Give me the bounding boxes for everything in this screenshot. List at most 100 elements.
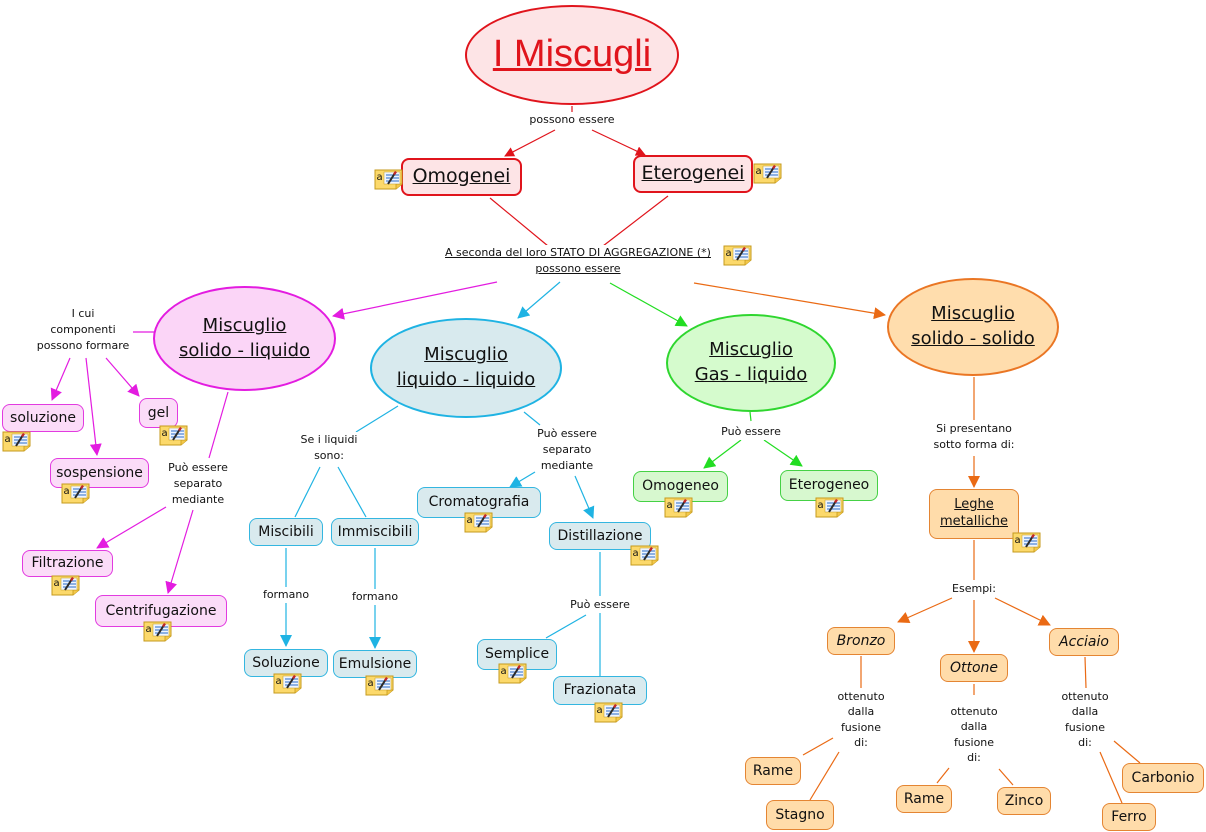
node-eterogenei[interactable]: Eterogenei [633, 155, 753, 193]
annotation-note-icon[interactable]: a [723, 245, 752, 266]
link-line [85, 357, 102, 456]
node-immiscibili[interactable]: Immiscibili [331, 518, 419, 546]
node-miscuglio-liquido-liquido[interactable]: Miscuglio liquido - liquido [370, 318, 562, 418]
annotation-note-icon[interactable]: a [464, 512, 493, 533]
title-node[interactable]: I Miscugli [465, 5, 679, 105]
annotation-note-icon[interactable]: a [273, 673, 302, 694]
node-distillazione[interactable]: Distillazione [549, 522, 651, 550]
node-label: Filtrazione [31, 555, 104, 572]
node-label: Soluzione [252, 654, 320, 671]
node-carbonio[interactable]: Carbonio [1122, 763, 1204, 793]
svg-text:a: a [64, 486, 70, 497]
node-omogeneo[interactable]: Omogeneo [633, 471, 728, 502]
node-miscuglio-gas-liquido[interactable]: Miscuglio Gas - liquido [666, 314, 836, 412]
node-label: sospensione [56, 464, 143, 481]
annotation-note-icon[interactable]: a [61, 483, 90, 504]
node-rame-bronzo[interactable]: Rame [745, 757, 801, 785]
annotation-note-icon[interactable]: a [664, 497, 693, 518]
link-line [294, 466, 321, 518]
node-leghe-metalliche[interactable]: Leghe metalliche [929, 489, 1019, 539]
node-soluzione-ll[interactable]: Soluzione [244, 649, 328, 677]
node-label: Distillazione [557, 527, 643, 544]
node-ottone[interactable]: Ottone [940, 654, 1008, 682]
node-omogenei[interactable]: Omogenei [401, 158, 522, 196]
node-acciaio[interactable]: Acciaio [1049, 628, 1119, 656]
svg-text:a: a [467, 515, 473, 526]
link-line [1084, 656, 1087, 689]
annotation-note-icon[interactable]: a [51, 575, 80, 596]
link-line [994, 597, 1051, 626]
node-frazionata[interactable]: Frazionata [553, 676, 647, 705]
annotation-note-icon[interactable]: a [753, 163, 782, 184]
node-label: Rame [903, 790, 945, 807]
annotation-note-icon[interactable]: a [815, 497, 844, 518]
node-label: Eterogeneo [788, 477, 870, 494]
link-line [504, 129, 556, 157]
node-stagno[interactable]: Stagno [766, 800, 834, 830]
annotation-note-icon[interactable]: a [630, 545, 659, 566]
link-label-fusione-acciaio: ottenuto dalla fusione di: [1061, 689, 1109, 751]
link-line [802, 737, 834, 756]
node-bronzo[interactable]: Bronzo [827, 627, 895, 655]
link-line [998, 768, 1014, 786]
link-label-puo-essere-separato-ll: Può essere separato mediante [537, 426, 597, 474]
link-line [208, 391, 229, 459]
node-label: Miscuglio [709, 339, 793, 361]
annotation-note-icon[interactable]: a [365, 675, 394, 696]
node-miscuglio-solido-solido[interactable]: Miscuglio solido - solido [887, 278, 1059, 376]
link-label-esempi: Esempi: [952, 581, 996, 597]
annotation-note-icon[interactable]: a [159, 425, 188, 446]
annotation-note-icon[interactable]: a [374, 169, 403, 190]
link-line [1113, 740, 1141, 764]
link-line [809, 751, 840, 801]
annotation-note-icon[interactable]: a [594, 702, 623, 723]
node-label: Frazionata [563, 682, 637, 699]
node-zinco[interactable]: Zinco [997, 787, 1051, 815]
node-label: Rame [752, 762, 794, 779]
link-label-fusione-bronzo: ottenuto dalla fusione di: [837, 689, 885, 751]
node-ferro[interactable]: Ferro [1102, 803, 1156, 831]
annotation-note-icon[interactable]: a [1012, 532, 1041, 553]
link-line [749, 411, 752, 422]
link-line [50, 357, 71, 401]
node-label: Centrifugazione [105, 602, 217, 619]
node-miscibili[interactable]: Miscibili [249, 518, 323, 546]
node-label: Immiscibili [337, 523, 413, 540]
node-semplice[interactable]: Semplice [477, 639, 557, 670]
link-line [1099, 751, 1123, 804]
node-label: Emulsione [338, 655, 412, 672]
link-line [897, 597, 953, 624]
node-eterogeneo[interactable]: Eterogeneo [780, 470, 878, 501]
node-label: gel [147, 404, 170, 421]
link-line [591, 129, 646, 156]
svg-text:a: a [54, 578, 60, 589]
svg-text:a: a [633, 548, 639, 559]
node-rame-ottone[interactable]: Rame [896, 785, 952, 813]
node-sospensione[interactable]: sospensione [50, 458, 149, 488]
annotation-note-icon[interactable]: a [498, 663, 527, 684]
svg-text:a: a [667, 500, 673, 511]
link-line [165, 509, 194, 594]
node-label: Carbonio [1131, 769, 1195, 786]
link-label-se-i-liquidi: Se i liquidi sono: [300, 432, 358, 464]
node-gel[interactable]: gel [139, 398, 178, 428]
link-label-puo-essere-gas: Può essere [721, 424, 781, 440]
node-label: Omogenei [412, 165, 511, 188]
annotation-note-icon[interactable]: a [143, 621, 172, 642]
link-line [517, 281, 561, 319]
node-soluzione[interactable]: soluzione [2, 404, 84, 432]
node-miscuglio-solido-liquido[interactable]: Miscuglio solido - liquido [153, 286, 336, 391]
svg-text:a: a [276, 676, 282, 687]
annotation-note-icon[interactable]: a [2, 431, 31, 452]
node-label: Zinco [1004, 792, 1044, 809]
link-label-line: possono essere [535, 261, 621, 275]
node-label: Miscuglio [931, 303, 1015, 325]
link-label-formano: formano [351, 589, 399, 605]
svg-text:a: a [1015, 535, 1021, 546]
node-emulsione[interactable]: Emulsione [333, 650, 417, 678]
link-line [703, 439, 742, 469]
node-label: Cromatografia [428, 494, 530, 511]
link-line [523, 411, 541, 426]
node-filtrazione[interactable]: Filtrazione [22, 550, 113, 577]
